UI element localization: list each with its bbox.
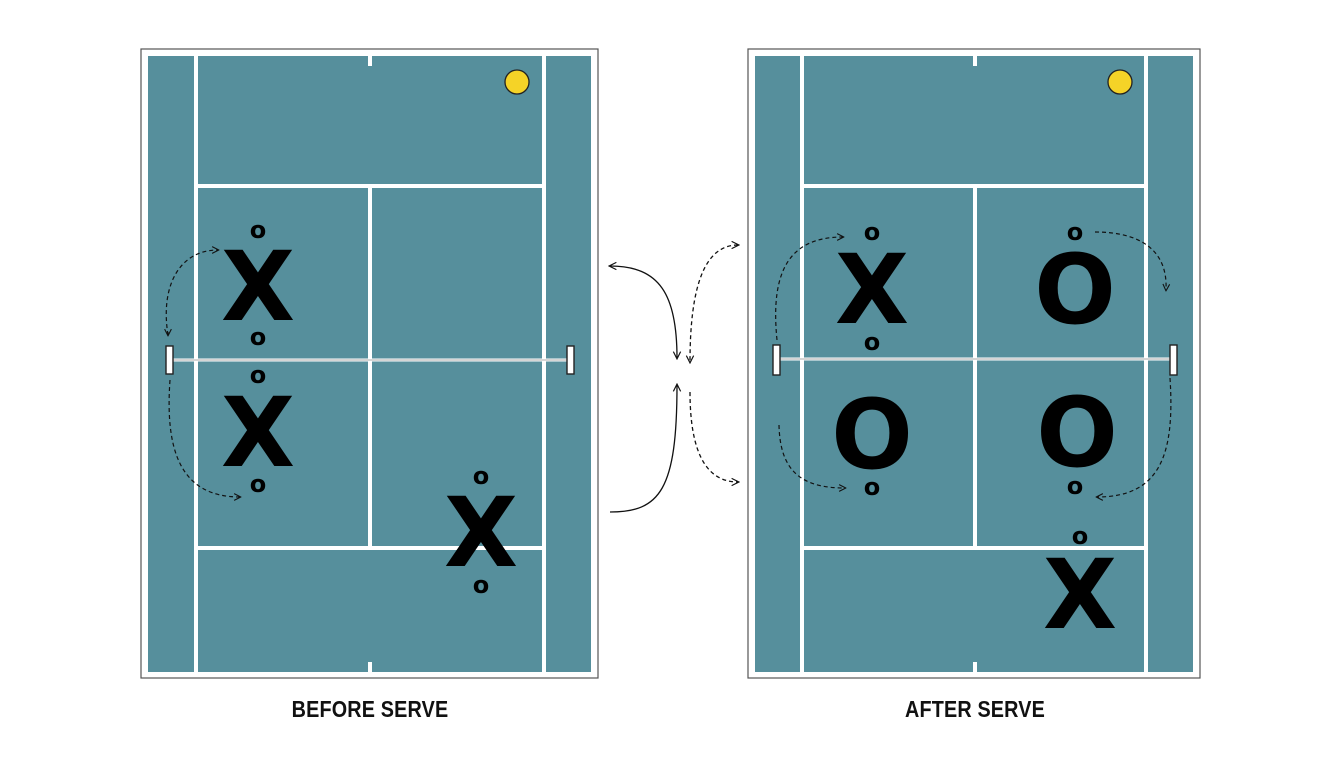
player-small-mark: o [250,361,267,389]
player-mark: O [1036,377,1118,489]
player-p3: o X o [444,462,518,599]
player-p2: o X o [221,361,295,498]
movement-arrow [775,237,843,341]
player-p2: o O [1034,218,1116,346]
player-mark: X [221,231,295,343]
player-small-mark: o [473,462,490,490]
player-small-mark: o [250,216,267,244]
movement-arrow [165,250,218,336]
player-p4: O o [1036,377,1118,500]
court-lines [194,56,546,672]
movement-arrow [778,424,845,488]
player-p5: o X [1043,522,1117,651]
player-mark: O [831,379,913,491]
player-small-mark: o [1072,522,1089,550]
net-post-left [772,344,781,376]
before-serve-label: BEFORE SERVE [291,696,449,722]
net-post-left [165,345,174,375]
player-mark: O [1034,234,1116,346]
movement-paths [775,231,1172,497]
player-small-mark: o [864,218,881,246]
player-small-mark: o [1067,218,1084,246]
player-small-mark: o [864,328,881,356]
player-small-mark: o [473,571,490,599]
net-post-right [1169,344,1178,376]
court-after-serve: o X o o O O o O o o X [747,48,1201,679]
player-mark: X [444,477,518,589]
movement-arrow [1094,231,1166,290]
player-small-mark: o [864,473,881,501]
after-serve-label: AFTER SERVE [904,696,1046,722]
transition-arrow [690,245,738,362]
player-mark: X [221,377,295,489]
transition-arrow [610,266,677,358]
transition-arrow [609,385,677,513]
tennis-ball [504,69,530,95]
net [165,345,575,375]
player-small-mark: o [1067,472,1084,500]
player-small-mark: o [250,470,267,498]
court-lines [800,56,1148,672]
player-mark: X [1043,539,1117,651]
movement-paths [166,250,240,497]
player-mark: X [835,234,909,346]
movement-arrow [1097,377,1172,497]
movement-arrow [168,379,240,497]
court-before-serve: o X o o X o o X o [140,48,599,679]
player-p1: o X o [221,216,295,351]
player-small-mark: o [250,323,267,351]
transition-arrow [689,391,738,482]
net [772,344,1178,376]
net-post-right [566,345,575,375]
tennis-ball [1107,69,1133,95]
transition-arrows [609,245,738,513]
player-p1: o X o [835,218,909,356]
player-p3: O o [831,379,913,501]
